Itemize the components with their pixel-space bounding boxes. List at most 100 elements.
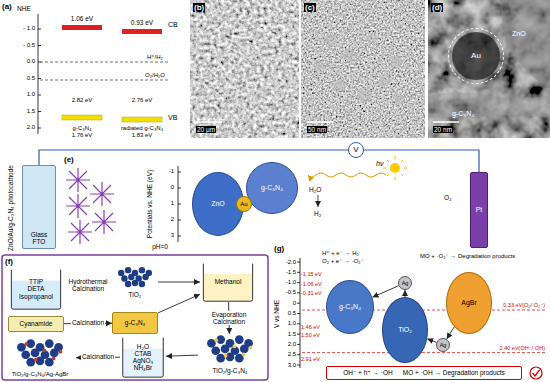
node-text: TiO₂/g-C₃N₄ <box>212 367 247 374</box>
node-text: TTIP <box>29 278 43 285</box>
silver-particle: Ag <box>398 276 412 290</box>
energy-value: -1.06 eV <box>301 281 322 287</box>
band-diagram <box>38 14 168 134</box>
scale-bars <box>196 121 459 123</box>
particle-cluster: TiO₂/g-C₃N₄ <box>198 334 262 374</box>
counter-electrode: Pt <box>470 172 488 248</box>
powder-box: g-C₃N₄ <box>112 312 158 334</box>
band-label: VB <box>168 114 177 122</box>
node-text: Ag <box>402 280 409 286</box>
wire <box>39 150 348 165</box>
particle-drawing <box>4 338 76 369</box>
material-label: radiated g-C₃N₄ <box>121 125 163 132</box>
axis-title: Potentials vs. NHE (eV) <box>146 170 153 238</box>
axis-tick: 0 <box>293 300 296 307</box>
axis-tick: - 1.0 <box>23 25 35 32</box>
flow-arrow <box>427 339 436 343</box>
node-text: Ag <box>440 342 447 348</box>
axis-title: NHE <box>17 5 31 12</box>
axis-tick: 1.0 <box>27 91 35 98</box>
energy-value: 1.83 eV <box>132 132 153 139</box>
node-text: Au <box>471 52 481 61</box>
axis-tick: - 0.5 <box>23 42 35 49</box>
reagent-tray: Cyanamide <box>8 316 64 332</box>
beaker: TTIPDETAIsopropanol <box>8 268 64 310</box>
node-text: CTAB <box>135 350 152 357</box>
voltmeter: V <box>348 142 364 158</box>
scale-bar-label: 50 nm <box>307 126 327 133</box>
sem-image <box>301 0 425 138</box>
axis-tick: 2 <box>171 216 174 223</box>
axis-tick: -1.5 <box>286 269 296 276</box>
node-text: AgBr <box>461 299 477 307</box>
axis-tick: 2.5 <box>288 351 296 358</box>
check-mark <box>530 367 542 379</box>
flow-arrow <box>447 327 455 339</box>
edge-label: Calcination <box>81 354 115 361</box>
reaction-label: O₂ + e⁻ → ·O₂⁻ <box>322 258 364 265</box>
silver-particle: Ag <box>436 338 450 352</box>
energy-value: 0.93 eV <box>131 19 153 26</box>
material-label: g-C₃N₄ <box>73 125 92 132</box>
energy-value: 1.50 eV <box>301 332 320 338</box>
panel-letter: (c) <box>304 3 316 12</box>
redox-label: 2.40 eV(OH⁻/·OH) <box>499 345 546 351</box>
tem-image <box>428 0 550 138</box>
energy-value: -1.15 eV <box>301 271 322 277</box>
node-text: V <box>353 146 358 155</box>
axis-tick: -1.0 <box>286 279 296 286</box>
gcn-layer <box>428 92 550 118</box>
photon-label: hv <box>376 160 383 168</box>
particle-drawing <box>112 266 158 289</box>
nanorod-arrays <box>66 168 116 244</box>
light-wave <box>308 173 386 177</box>
particle-outline: Au <box>448 28 504 84</box>
wire <box>364 150 479 172</box>
particle-drawing <box>198 334 262 365</box>
axis-tick: 1 <box>171 200 174 207</box>
flow-arrow <box>158 294 200 313</box>
sem-image <box>190 0 299 138</box>
flow-arrow <box>166 355 198 356</box>
au-particle <box>452 32 500 80</box>
axis-tick: 3 <box>171 232 174 239</box>
node-text: OH⁻ + h⁺ → ·OH <box>343 369 393 376</box>
node-text: Glass <box>31 231 48 238</box>
axis-tick: -2.0 <box>286 259 296 266</box>
material-label: g-C₃N₄ <box>452 110 474 118</box>
node-text: Au <box>240 201 247 208</box>
axis-tick: 0.0 <box>27 58 35 65</box>
axis-tick: 0.5 <box>27 75 35 82</box>
flow-arrow <box>372 286 398 297</box>
species-label: H₂O <box>309 186 321 193</box>
node-text: ZnO <box>211 200 225 208</box>
beaker: H₂OCTABAgNO₃NH₄Br <box>120 336 166 378</box>
node-text: NH₄Br <box>134 364 153 371</box>
node-text: MO + ·OH → Degradation products <box>403 369 505 376</box>
node-text: TiO₂/g-C₃N₄/Ag-AgBr <box>12 371 69 378</box>
axis-title: V vs NHE <box>273 300 280 328</box>
particles <box>313 33 405 105</box>
energy-value: -0.31 eV <box>301 290 322 296</box>
panel-letter: (a) <box>2 2 12 11</box>
node-text: Methanol <box>215 278 242 285</box>
scale-bar-label: 20 μm <box>196 126 216 133</box>
axis-tick: -1 <box>169 168 174 175</box>
energy-value: 1.06 eV <box>71 15 93 22</box>
panel-letter: (g) <box>274 244 284 253</box>
reaction-arrow <box>318 195 319 207</box>
axis-tick: 3.0 <box>288 362 296 369</box>
node-text: DETA <box>28 285 45 292</box>
axis-tick: 0.5 <box>288 310 296 317</box>
edge-label: Calcination <box>71 320 105 327</box>
axis-tick: 2.0 <box>27 124 35 131</box>
condition-label: pH=0 <box>152 243 168 250</box>
device-label: ZnO/Au/g-C₃N₄ photocathode <box>7 165 14 251</box>
panel-letter: (f) <box>5 257 13 266</box>
axis-tick: 2.0 <box>288 341 296 348</box>
node-text: AgNO₃ <box>133 357 153 364</box>
node-text: Pt <box>476 206 483 214</box>
bandgap-value: 2.76 eV <box>132 97 153 104</box>
band-ellipse: AgBr <box>446 272 492 334</box>
